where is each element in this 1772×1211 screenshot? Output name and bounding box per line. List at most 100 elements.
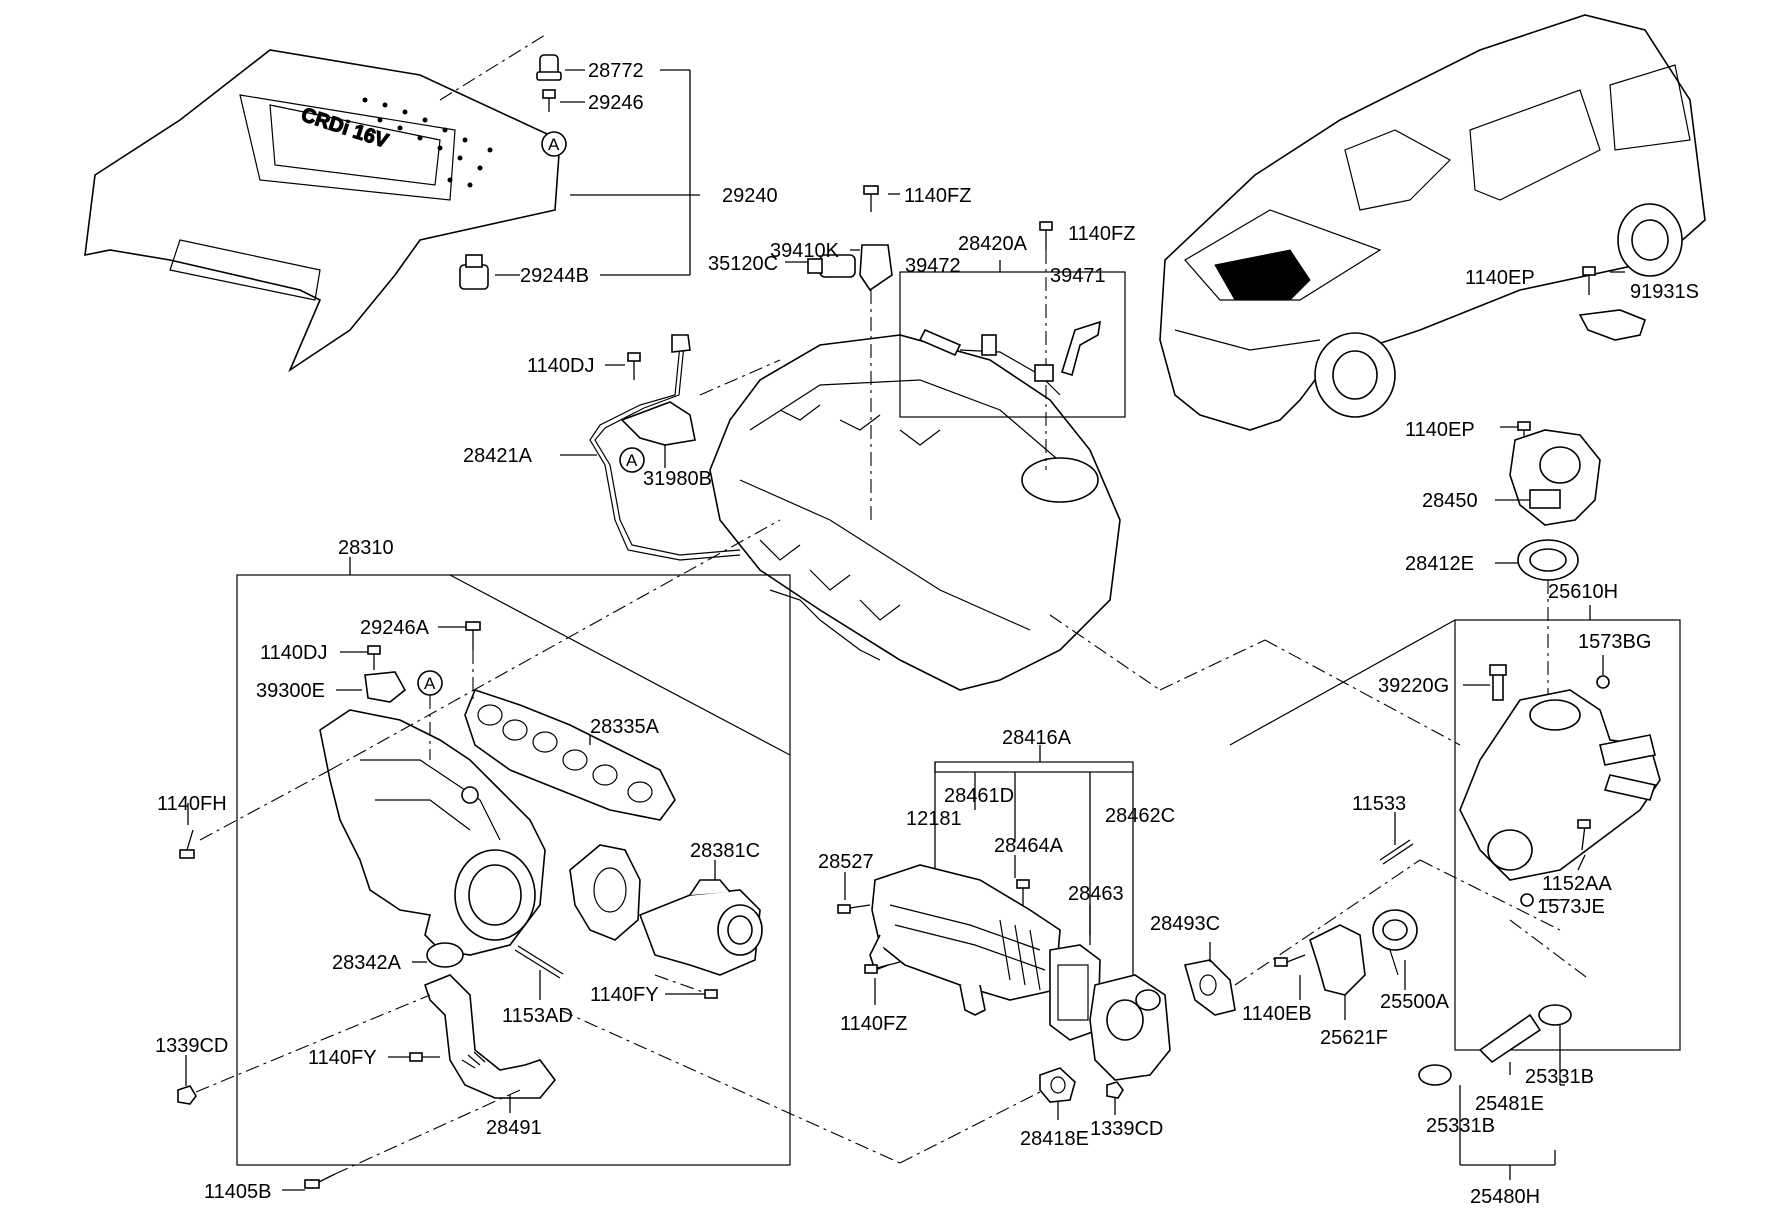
label-28493C: 28493C [1150,913,1220,935]
bolt-1140FY-b [409,1052,440,1062]
intake-manifold-28310 [319,709,546,956]
engine-cover-29240: CRDi 16V [84,49,561,373]
label-25621F: 25621F [1320,1027,1388,1049]
label-39220G: 39220G [1378,675,1449,697]
sensor-35120C [807,254,856,278]
label-1140EP-b: 1140EP [1405,419,1475,441]
clamp-25331B-a [1418,1064,1452,1086]
label-25610H: 25610H [1548,581,1618,603]
label-25331B-a: 25331B [1426,1115,1495,1137]
clip-39472 [981,334,997,356]
egr-valve-28462C [1089,974,1171,1081]
pipe-28421A [589,334,741,561]
label-1573JE: 1573JE [1537,896,1605,918]
callout-circle-a1: A [541,131,567,157]
bracket-91931S [1578,309,1646,341]
label-28381C: 28381C [690,840,760,862]
label-1339CD-b: 1339CD [1090,1118,1163,1140]
bolt-29246A [465,621,481,650]
label-1140DJ-a: 1140DJ [527,355,594,377]
bolt-1140FZ-c [864,961,901,974]
svg-text:A: A [548,135,560,154]
gasket-28418E [1039,1067,1076,1103]
label-1140FY-b: 1140FY [308,1047,377,1069]
label-1140FZ-a: 1140FZ [904,185,971,207]
callout-circle-a3: A [417,670,443,696]
label-28412E: 28412E [1405,553,1474,575]
label-1339CD-a: 1339CD [155,1035,228,1057]
label-39410K: 39410K [770,240,840,262]
thermostat-25500A [1372,909,1418,976]
label-1153AD: 1153AD [502,1005,573,1027]
label-29240: 29240 [722,185,778,207]
egr-valve-28450 [1509,429,1601,526]
hose-25481E [1478,1013,1542,1064]
stud-11533 [1379,839,1414,865]
label-28450: 28450 [1422,490,1478,512]
label-29246A: 29246A [360,617,430,639]
cap-1573JE [1520,893,1534,907]
label-35120C: 35120C [708,253,778,275]
label-28421A: 28421A [463,445,533,467]
label-1140EB: 1140EB [1242,1003,1312,1025]
hose-39471 [1034,320,1101,382]
label-28461D: 28461D [944,785,1014,807]
label-28418E: 28418E [1020,1128,1089,1150]
egr-pipe-manifold [569,844,641,941]
bolt-28527 [837,904,871,914]
grommet-28772 [536,54,562,81]
label-28416A: 28416A [1002,727,1072,749]
label-1573BG: 1573BG [1578,631,1651,653]
label-1152AA: 1152AA [1542,873,1612,895]
label-91931S: 91931S [1630,281,1699,303]
label-1140FZ-b: 1140FZ [1068,223,1135,245]
label-29246: 29246 [588,92,644,114]
gasket-28463 [1049,944,1101,1041]
label-28342A: 28342A [332,952,402,974]
label-1140DJ-b: 1140DJ [260,642,327,664]
bolt-1140FY-a [690,989,718,999]
pipe-28491 [424,974,557,1099]
bolt-1140EB [1274,954,1306,967]
label-25500A: 25500A [1380,991,1450,1013]
insulator-29244B [459,254,489,290]
bolt-1140DJ-b [367,645,381,670]
label-12181: 12181 [906,808,962,830]
gasket-28493C [1183,959,1236,1016]
cover-25621F [1309,924,1366,996]
label-28462C: 28462C [1105,805,1175,827]
bracket-39410K [859,244,893,292]
bolt-11405B [304,1173,336,1189]
sensor-39300E [364,671,407,703]
label-39472: 39472 [905,255,961,277]
cylinder-head [709,334,1121,691]
sensor-39220G [1489,664,1507,701]
label-39300E: 39300E [256,680,325,702]
svg-text:A: A [626,451,638,470]
gasket-28342A [426,942,464,968]
svg-text:A: A [424,674,436,693]
label-28464A: 28464A [994,835,1064,857]
label-1140EP-a: 1140EP [1465,267,1535,289]
cover-dots [362,97,493,188]
bracket-31980B [620,401,696,446]
label-29244B: 29244B [520,265,589,287]
thermostat-housing-25610H [1459,689,1661,881]
egr-cooler-valve-28381C [638,879,763,976]
label-28527: 28527 [818,851,874,873]
label-11533: 11533 [1352,793,1406,815]
bolt-1140EP-a [1582,266,1596,295]
label-28463: 28463 [1068,883,1124,905]
bolt-28464A [1016,879,1030,905]
stud-1153AD [514,945,564,979]
label-25331B-b: 25331B [1525,1066,1594,1088]
label-1140FH: 1140FH [157,793,227,815]
callout-circle-a2: A [619,447,645,473]
nut-1339CD-a [177,1085,197,1105]
label-25480H: 25480H [1470,1186,1540,1208]
gasket-28412E [1517,539,1579,581]
bolt-1140DJ-a [627,352,641,380]
hose-39472 [918,328,1061,396]
bolt-1140FH [179,829,195,859]
bolt-1152AA [1577,819,1591,851]
